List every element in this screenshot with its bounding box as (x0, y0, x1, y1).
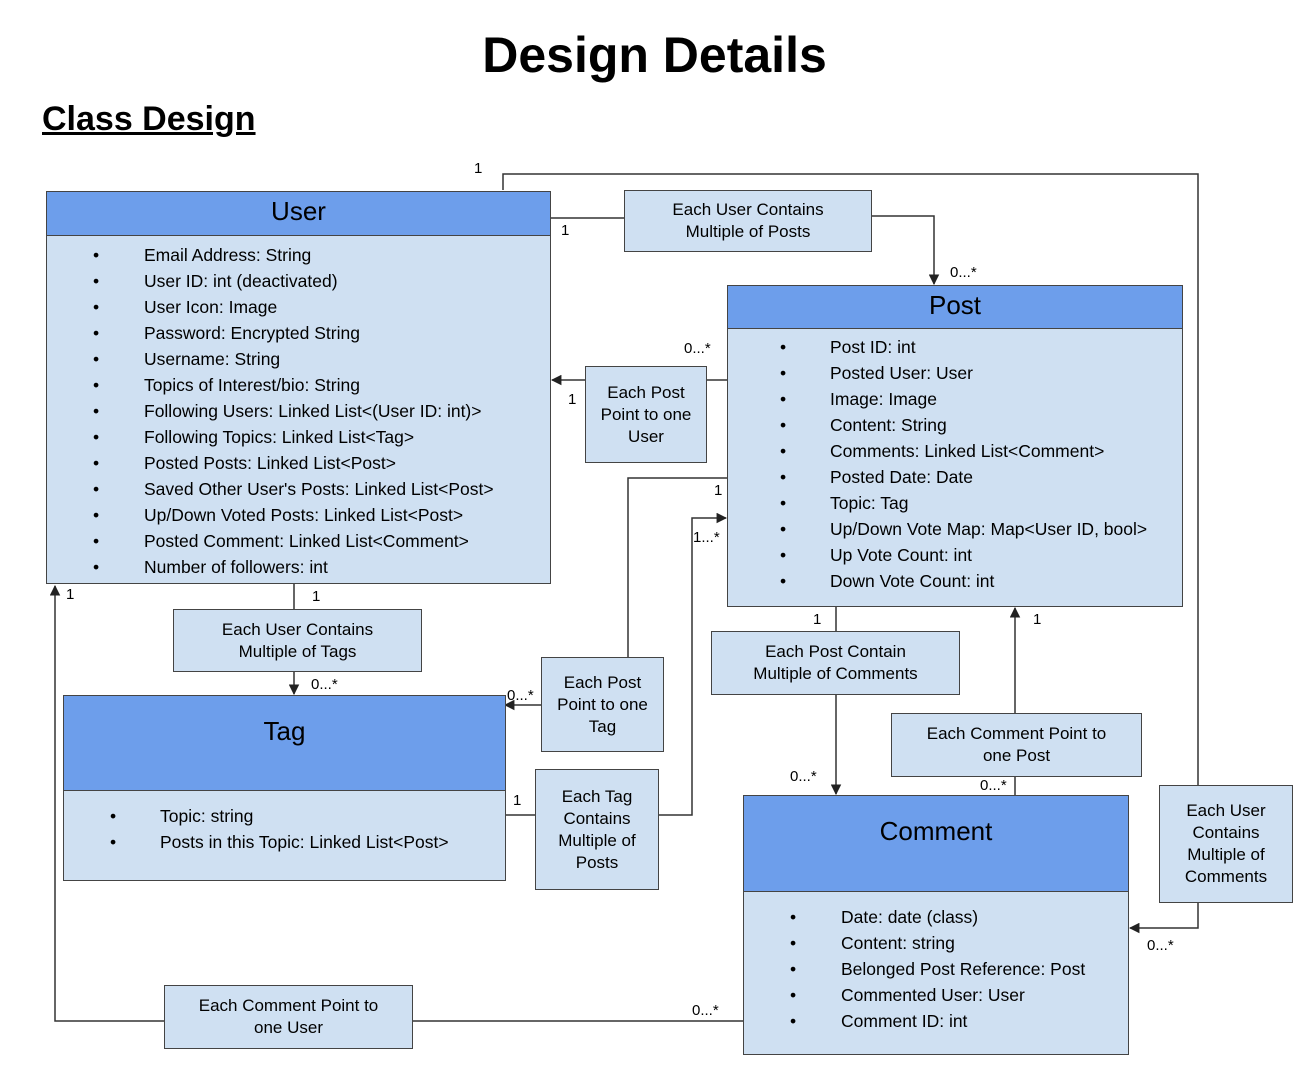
page-title: Design Details (482, 27, 827, 83)
class-user-attribute: Following Users: Linked List<(User ID: i… (47, 398, 494, 424)
class-user-attribute: Username: String (47, 346, 494, 372)
class-tag-header: Tag (64, 696, 505, 791)
class-post-attribute: Comments: Linked List<Comment> (728, 438, 1147, 464)
class-post-attribute: Up Vote Count: int (728, 542, 1147, 568)
mult-user-tags-tag-end: 0...* (311, 676, 338, 693)
class-user: User Email Address: StringUser ID: int (… (46, 191, 551, 584)
class-comment-attribute: Comment ID: int (744, 1008, 1085, 1034)
class-user-attribute: Password: Encrypted String (47, 320, 494, 346)
mult-post-user-user-end: 1 (568, 391, 577, 408)
mult-tag-posts-post-end: 1...* (693, 529, 720, 546)
mult-user-comments-user-end: 1 (474, 160, 483, 177)
line-post-tag-a (627, 477, 728, 658)
class-comment: Comment Date: date (class)Content: strin… (743, 795, 1129, 1055)
note-comment-post: Each Comment Point to one Post (891, 713, 1142, 777)
section-subtitle: Class Design (42, 100, 256, 138)
class-user-attribute: Number of followers: int (47, 554, 494, 580)
class-post-attribute: Down Vote Count: int (728, 568, 1147, 594)
note-post-tag: Each Post Point to one Tag (541, 657, 664, 752)
class-user-attribute: Posted Posts: Linked List<Post> (47, 450, 494, 476)
mult-comment-post-post-end: 1 (1033, 611, 1042, 628)
mult-post-comments-comment-end: 0...* (790, 768, 817, 785)
mult-post-tag-tag-end: 0...* (507, 687, 534, 704)
mult-user-posts-user-end: 1 (561, 222, 570, 239)
class-comment-attribute: Belonged Post Reference: Post (744, 956, 1085, 982)
class-user-attribute: Posted Comment: Linked List<Comment> (47, 528, 494, 554)
class-user-header: User (47, 192, 550, 236)
mult-user-posts-post-end: 0...* (950, 264, 977, 281)
mult-user-tags-user-end: 1 (312, 588, 321, 605)
note-comment-user: Each Comment Point to one User (164, 985, 413, 1049)
class-comment-attributes: Date: date (class)Content: stringBelonge… (744, 904, 1085, 1034)
class-post-attribute: Post ID: int (728, 334, 1147, 360)
class-post: Post Post ID: intPosted User: UserImage:… (727, 285, 1183, 607)
class-tag: Tag Topic: stringPosts in this Topic: Li… (63, 695, 506, 881)
note-tag-posts: Each Tag Contains Multiple of Posts (535, 769, 659, 890)
class-user-attribute: User ID: int (deactivated) (47, 268, 494, 294)
line-user-comments-b (1128, 902, 1199, 934)
class-post-attribute: Image: Image (728, 386, 1147, 412)
class-comment-attribute: Content: string (744, 930, 1085, 956)
class-post-header: Post (728, 286, 1182, 329)
class-tag-attribute: Topic: string (64, 803, 449, 829)
mult-post-user-post-end: 0...* (684, 340, 711, 357)
line-tag-posts-b (658, 512, 728, 816)
class-post-attribute: Posted Date: Date (728, 464, 1147, 490)
class-post-attribute: Up/Down Vote Map: Map<User ID, bool> (728, 516, 1147, 542)
line-comment-user-b (49, 584, 165, 1022)
class-post-attributes: Post ID: intPosted User: UserImage: Imag… (728, 334, 1147, 594)
class-user-attribute: Email Address: String (47, 242, 494, 268)
class-tag-attribute: Posts in this Topic: Linked List<Post> (64, 829, 449, 855)
note-post-comments: Each Post Contain Multiple of Comments (711, 631, 960, 695)
note-user-tags: Each User Contains Multiple of Tags (173, 609, 422, 672)
class-post-attribute: Content: String (728, 412, 1147, 438)
note-user-comments: Each User Contains Multiple of Comments (1159, 785, 1293, 903)
line-user-posts-to-post (871, 215, 940, 286)
mult-comment-user-comment-end: 0...* (692, 1002, 719, 1019)
mult-tag-posts-tag-end: 1 (513, 792, 522, 809)
mult-post-comments-post-end: 1 (813, 611, 822, 628)
mult-post-tag-post-end: 1 (714, 482, 723, 499)
class-user-attribute: User Icon: Image (47, 294, 494, 320)
note-post-user: Each Post Point to one User (585, 366, 707, 463)
mult-user-comment-user-end: 1 (66, 586, 75, 603)
line-user-comments-a (502, 173, 1199, 786)
class-post-attribute: Topic: Tag (728, 490, 1147, 516)
class-user-attribute: Saved Other User's Posts: Linked List<Po… (47, 476, 494, 502)
class-tag-attributes: Topic: stringPosts in this Topic: Linked… (64, 803, 449, 855)
class-comment-attribute: Commented User: User (744, 982, 1085, 1008)
mult-comment-post-comment-end: 0...* (980, 777, 1007, 794)
class-user-attribute: Topics of Interest/bio: String (47, 372, 494, 398)
note-user-posts: Each User Contains Multiple of Posts (624, 190, 872, 252)
class-comment-attribute: Date: date (class) (744, 904, 1085, 930)
class-user-attributes: Email Address: StringUser ID: int (deact… (47, 242, 494, 580)
class-user-attribute: Up/Down Voted Posts: Linked List<Post> (47, 502, 494, 528)
class-comment-header: Comment (744, 796, 1128, 892)
mult-user-comments-comment-end: 0...* (1147, 937, 1174, 954)
class-post-attribute: Posted User: User (728, 360, 1147, 386)
class-user-attribute: Following Topics: Linked List<Tag> (47, 424, 494, 450)
